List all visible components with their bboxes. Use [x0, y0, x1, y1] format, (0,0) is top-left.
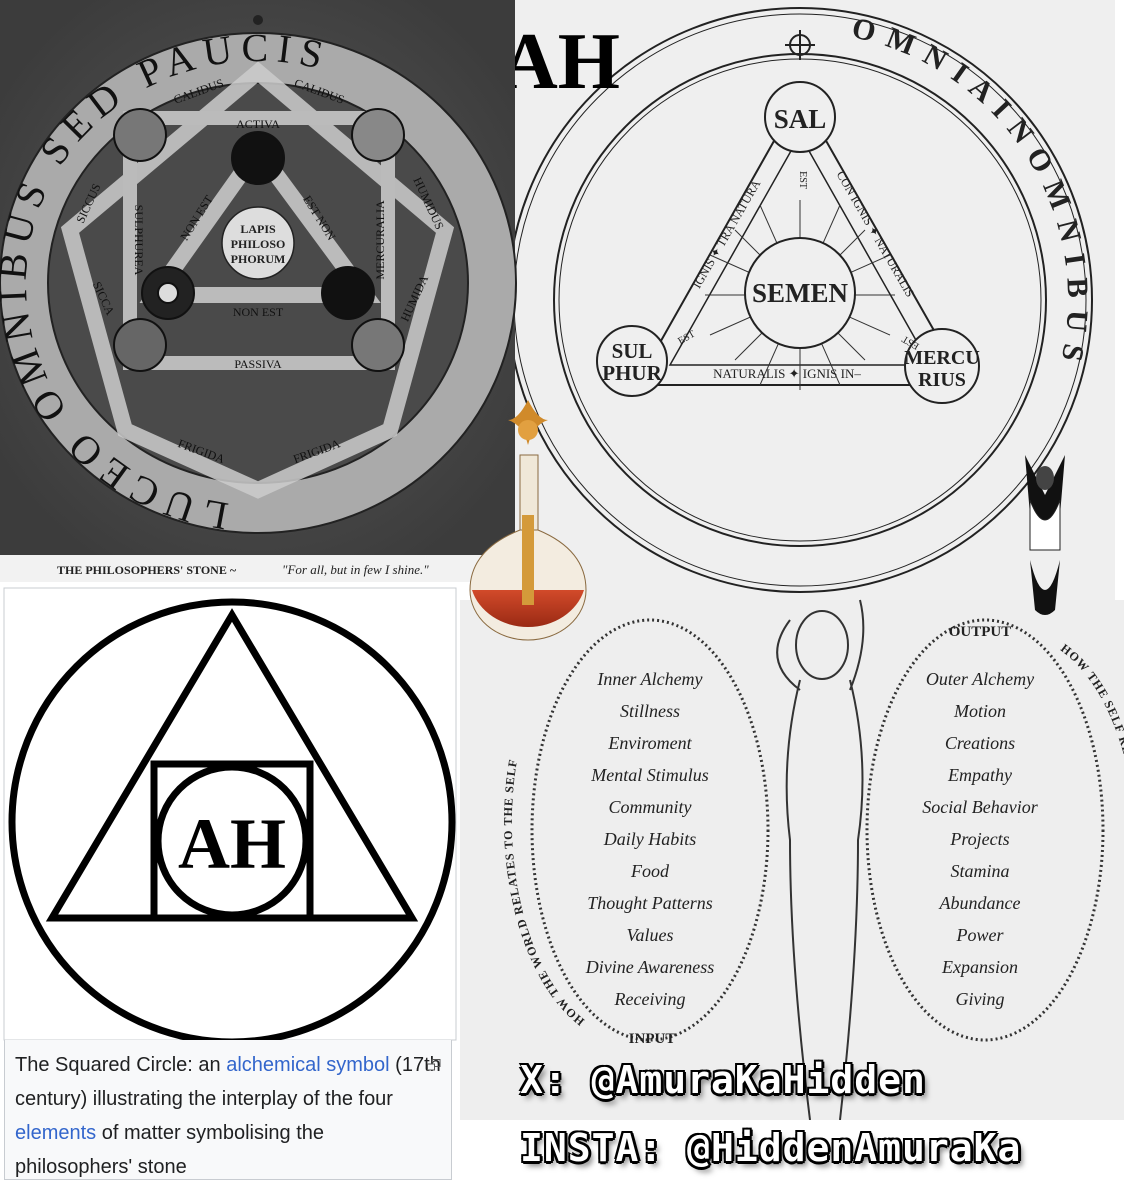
x-handle: X: @AmuraKaHidden — [520, 1058, 926, 1102]
inner-item: Community — [609, 797, 692, 817]
outer-item: Giving — [956, 989, 1005, 1009]
outer-item: Social Behavior — [922, 797, 1038, 817]
self-world-diagram: OUTPUT INPUT HOW THE WORLD RELATES TO TH… — [460, 599, 1124, 1121]
lapis-label: LAPIS — [240, 222, 276, 236]
outer-item: Outer Alchemy — [926, 669, 1034, 689]
semen-bottom-band: NATURALIS ✦ IGNIS IN– — [713, 366, 861, 381]
air-orb-icon — [351, 108, 405, 162]
inner-item: Receiving — [614, 989, 686, 1009]
caption-text-1: The Squared Circle: an — [15, 1054, 227, 1076]
semen-diagram: SEMEN SAL SUL PHUR MERCU RIUS IGNIS ✦ TR… — [507, 0, 1115, 600]
element-orbs — [113, 108, 405, 372]
ah-logo-inner: AH — [178, 804, 286, 884]
inner-item: Stillness — [620, 701, 680, 721]
crosshair-icon — [785, 30, 815, 60]
semen-est-top: EST — [797, 171, 808, 189]
inner-item: Values — [627, 925, 674, 945]
non-est-bottom-label: NON EST — [233, 305, 284, 319]
semen-label: SEMEN — [752, 278, 849, 308]
moon-orb-icon — [321, 266, 375, 320]
svg-text:AH: AH — [500, 18, 620, 106]
outer-item: Projects — [949, 829, 1009, 849]
inner-item: Daily Habits — [603, 829, 697, 849]
star-orb-icon — [231, 131, 285, 185]
enlarge-icon[interactable] — [427, 1048, 441, 1071]
standing-figure — [776, 599, 865, 1121]
sulphur-label-1: SUL — [612, 339, 653, 363]
sun-mark-icon — [253, 15, 263, 25]
caption-text-3: of matter symbolising the philosophers' … — [15, 1122, 325, 1178]
earth-orb-icon — [113, 318, 167, 372]
inner-item: Mental Stimulus — [590, 765, 709, 785]
activa-label: ACTIVA — [236, 117, 280, 131]
input-label: INPUT — [629, 1031, 676, 1047]
fire-orb-icon — [113, 108, 167, 162]
elements-link[interactable]: elements — [15, 1122, 97, 1144]
inner-item: Food — [630, 861, 670, 881]
mercurius-label-1: MERCU — [904, 347, 980, 369]
water-orb-icon — [351, 318, 405, 372]
outer-item: Expansion — [941, 957, 1018, 977]
mercuralia-label: MERCURALIA — [373, 200, 387, 280]
phorum-label: PHORUM — [231, 252, 286, 266]
sulphur-label-2: PHUR — [602, 361, 662, 385]
figure-caption: The Squared Circle: an alchemical symbol… — [4, 1040, 452, 1180]
inner-item: Thought Patterns — [587, 893, 713, 913]
squared-circle-figure: AH — [3, 587, 457, 1046]
philoso-label: PHILOSO — [231, 237, 286, 251]
outer-item: Creations — [945, 733, 1015, 753]
outer-item: Empathy — [947, 765, 1012, 785]
outer-item: Abundance — [939, 893, 1021, 913]
inner-item: Inner Alchemy — [596, 669, 702, 689]
outer-item: Power — [956, 925, 1005, 945]
sulphurea-label: SULPHUREA — [132, 205, 146, 276]
ah-logo: AH — [500, 18, 620, 106]
sal-label: SAL — [774, 104, 827, 134]
insta-handle: INSTA: @HiddenAmuraKa — [520, 1126, 1022, 1170]
stone-caption-quote: "For all, but in few I shine." — [282, 562, 429, 577]
watermark-bg — [460, 1120, 1124, 1200]
winged-figure-image — [1025, 455, 1065, 615]
outer-item: Stamina — [950, 861, 1009, 881]
alchemical-vase-image — [469, 400, 587, 641]
outer-item: Motion — [953, 701, 1006, 721]
mercurius-label-2: RIUS — [918, 369, 966, 391]
stone-caption-title: THE PHILOSOPHERS' STONE ~ — [57, 563, 237, 577]
passiva-label: PASSIVA — [234, 357, 282, 371]
inner-item: Enviroment — [607, 733, 692, 753]
inner-item: Divine Awareness — [585, 957, 715, 977]
alchemical-symbol-link[interactable]: alchemical symbol — [226, 1054, 390, 1076]
output-label: OUTPUT — [949, 624, 1012, 640]
